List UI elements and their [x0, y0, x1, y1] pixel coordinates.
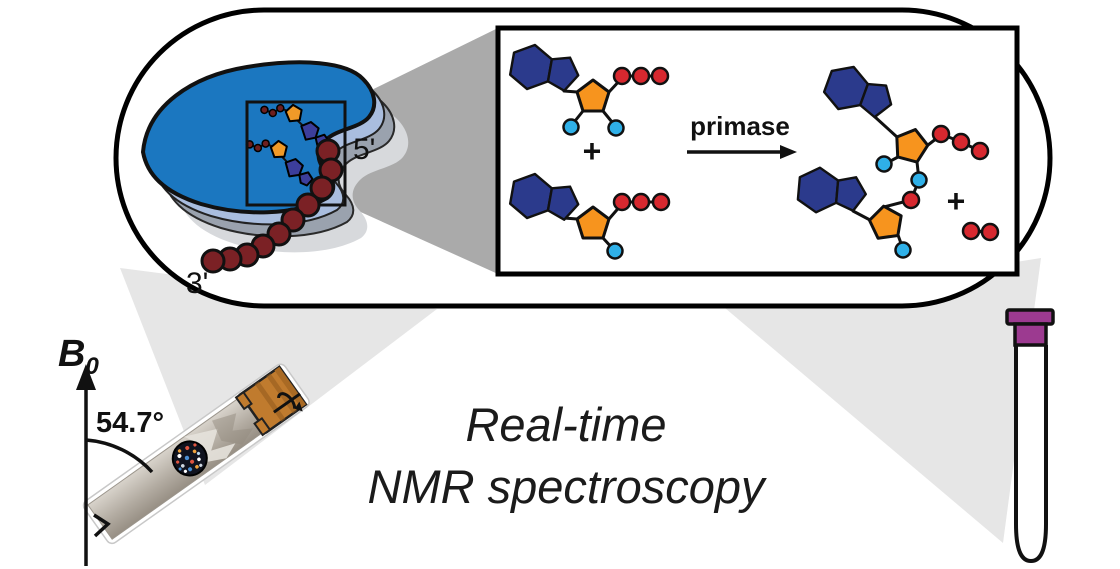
rotor-tip-mark	[93, 513, 111, 538]
enzyme-label: primase	[690, 111, 790, 141]
b0-field-label: B0	[58, 333, 99, 380]
dna-bead	[309, 175, 335, 201]
three-prime-label: 3'	[186, 267, 208, 300]
caption-line-1: Real-time	[465, 398, 666, 451]
rotor-scene: B0 54.7°	[58, 333, 310, 566]
substrate-atp-2	[507, 169, 671, 260]
dna-bead	[200, 248, 226, 274]
caption: Real-time NMR spectroscopy	[368, 398, 767, 513]
dna-bead	[295, 192, 321, 218]
product-plus-sign: +	[947, 183, 966, 219]
product-dinucleotide	[795, 59, 990, 259]
b0-field-arrow-icon	[76, 364, 96, 566]
substrate-atp-1	[507, 40, 670, 137]
dna-strand	[200, 138, 344, 274]
caption-line-2: NMR spectroscopy	[368, 460, 767, 513]
nmr-tube	[1005, 308, 1055, 564]
zoom-wedge	[345, 28, 498, 274]
beam-to-tube	[725, 258, 1041, 543]
tube-cap	[1005, 308, 1055, 326]
substrate-plus-sign: +	[583, 133, 602, 169]
pyrophosphate	[961, 221, 1000, 242]
five-prime-label: 5'	[353, 133, 375, 166]
tube-cap-neck	[1013, 322, 1048, 347]
reaction-arrow-icon	[687, 145, 797, 159]
mas-rotor	[82, 363, 310, 545]
tube-glass	[1014, 345, 1048, 564]
sample-window	[171, 440, 208, 477]
angle-arc	[85, 438, 154, 474]
magic-angle-label: 54.7°	[96, 407, 164, 439]
spin-icon	[273, 392, 303, 414]
